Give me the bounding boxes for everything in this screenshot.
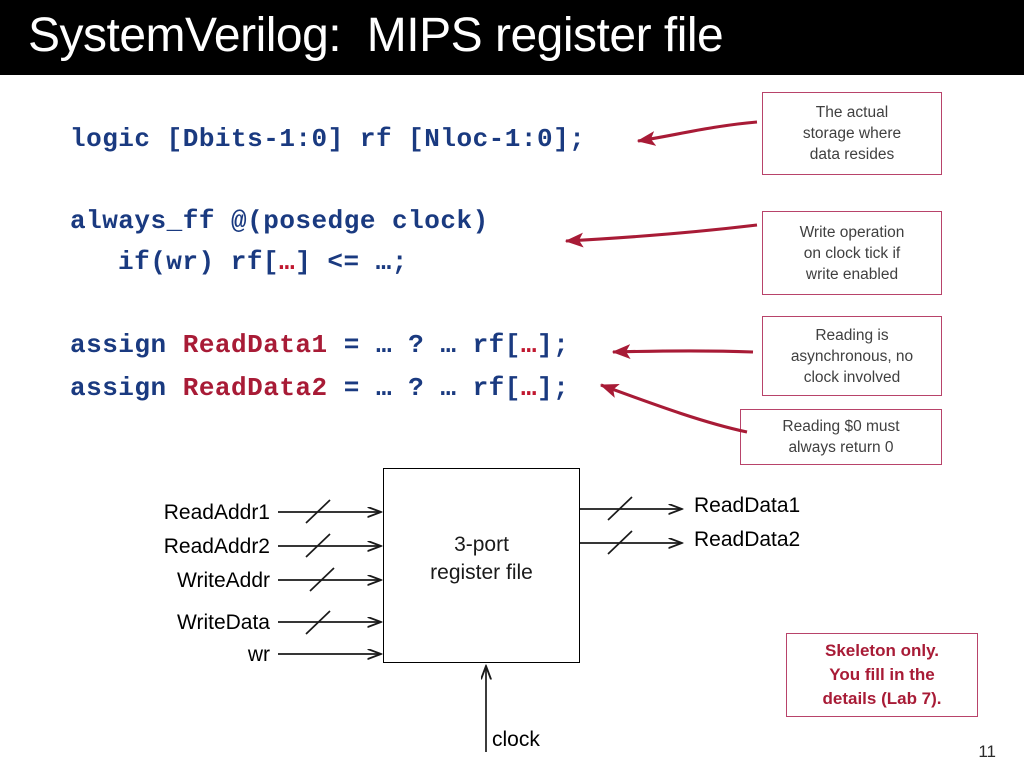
- register-file-block-label: 3-port register file: [430, 533, 533, 584]
- callout-write-op-text: Write operation on clock tick if write e…: [799, 223, 905, 283]
- code-token: ];: [537, 330, 570, 360]
- input-label-readaddr2: ReadAddr2: [163, 535, 270, 558]
- input-bus-slashes: [305, 499, 335, 635]
- arrow-to-declaration: [636, 120, 758, 146]
- code-token: assign: [70, 373, 183, 403]
- callout-async-read-text: Reading is asynchronous, no clock involv…: [790, 326, 914, 386]
- code-token: ReadData2: [182, 373, 328, 403]
- skeleton-note-box: Skeleton only. You fill in the details (…: [786, 633, 978, 717]
- code-line-assign-readdata1: assign ReadData1 = … ? … rf[…];: [70, 330, 569, 360]
- code-token: always_ff @(posedge clock): [70, 206, 489, 236]
- code-token: assign: [70, 330, 183, 360]
- bus-slash-readdata2: [607, 530, 633, 555]
- input-wires: [278, 512, 381, 654]
- register-file-block: 3-port register file: [383, 468, 580, 663]
- callout-zero-register-text: Reading $0 must always return 0: [782, 418, 900, 456]
- code-token: …: [520, 373, 537, 403]
- callout-async-read: Reading is asynchronous, no clock involv…: [762, 316, 942, 396]
- bus-slash-writeaddr: [309, 567, 335, 592]
- code-line-if-wr: if(wr) rf[…] <= …;: [118, 247, 408, 277]
- code-token: ];: [537, 373, 570, 403]
- code-line-assign-readdata2: assign ReadData2 = … ? … rf[…];: [70, 373, 569, 403]
- input-label-writedata: WriteData: [177, 611, 270, 634]
- skeleton-note-text: Skeleton only. You fill in the details (…: [822, 641, 942, 708]
- page-number: 11: [978, 742, 996, 761]
- bus-slash-readaddr2: [305, 533, 331, 558]
- output-wires: [580, 509, 682, 543]
- bus-slash-writedata: [305, 610, 331, 635]
- code-token: …: [279, 247, 296, 277]
- callout-storage-text: The actual storage where data resides: [802, 104, 902, 163]
- output-label-readdata2: ReadData2: [694, 528, 801, 551]
- code-token: logic [Dbits-1:0] rf [Nloc-1:0];: [70, 124, 586, 154]
- code-token: ] <= …;: [295, 247, 408, 277]
- annotation-arrows: [564, 120, 758, 434]
- code-line-declaration: logic [Dbits-1:0] rf [Nloc-1:0];: [70, 124, 585, 154]
- callout-zero-register: Reading $0 must always return 0: [740, 409, 942, 465]
- code-line-always-ff: always_ff @(posedge clock): [70, 206, 489, 236]
- arrow-to-readdata2: [599, 383, 748, 434]
- arrow-to-readdata1: [611, 344, 754, 359]
- code-token: …: [520, 330, 537, 360]
- callout-write-op: Write operation on clock tick if write e…: [762, 211, 942, 295]
- bus-slash-readdata1: [607, 496, 633, 521]
- code-token: if(wr) rf[: [118, 247, 280, 277]
- code-token: = … ? … rf[: [327, 330, 521, 360]
- clock-label: clock: [492, 728, 540, 751]
- page-title: SystemVerilog: MIPS register file: [28, 9, 724, 62]
- code-token: ReadData1: [182, 330, 328, 360]
- title-bar: SystemVerilog: MIPS register file: [0, 0, 1024, 75]
- input-label-writeaddr: WriteAddr: [177, 569, 270, 592]
- code-token: = … ? … rf[: [327, 373, 521, 403]
- input-label-readaddr1: ReadAddr1: [163, 501, 270, 524]
- callout-storage: The actual storage where data resides: [762, 92, 942, 175]
- input-label-wr: wr: [247, 643, 270, 666]
- output-bus-slashes: [607, 496, 633, 555]
- arrow-to-always-ff: [564, 223, 758, 248]
- bus-slash-readaddr1: [305, 499, 331, 524]
- output-label-readdata1: ReadData1: [694, 494, 801, 517]
